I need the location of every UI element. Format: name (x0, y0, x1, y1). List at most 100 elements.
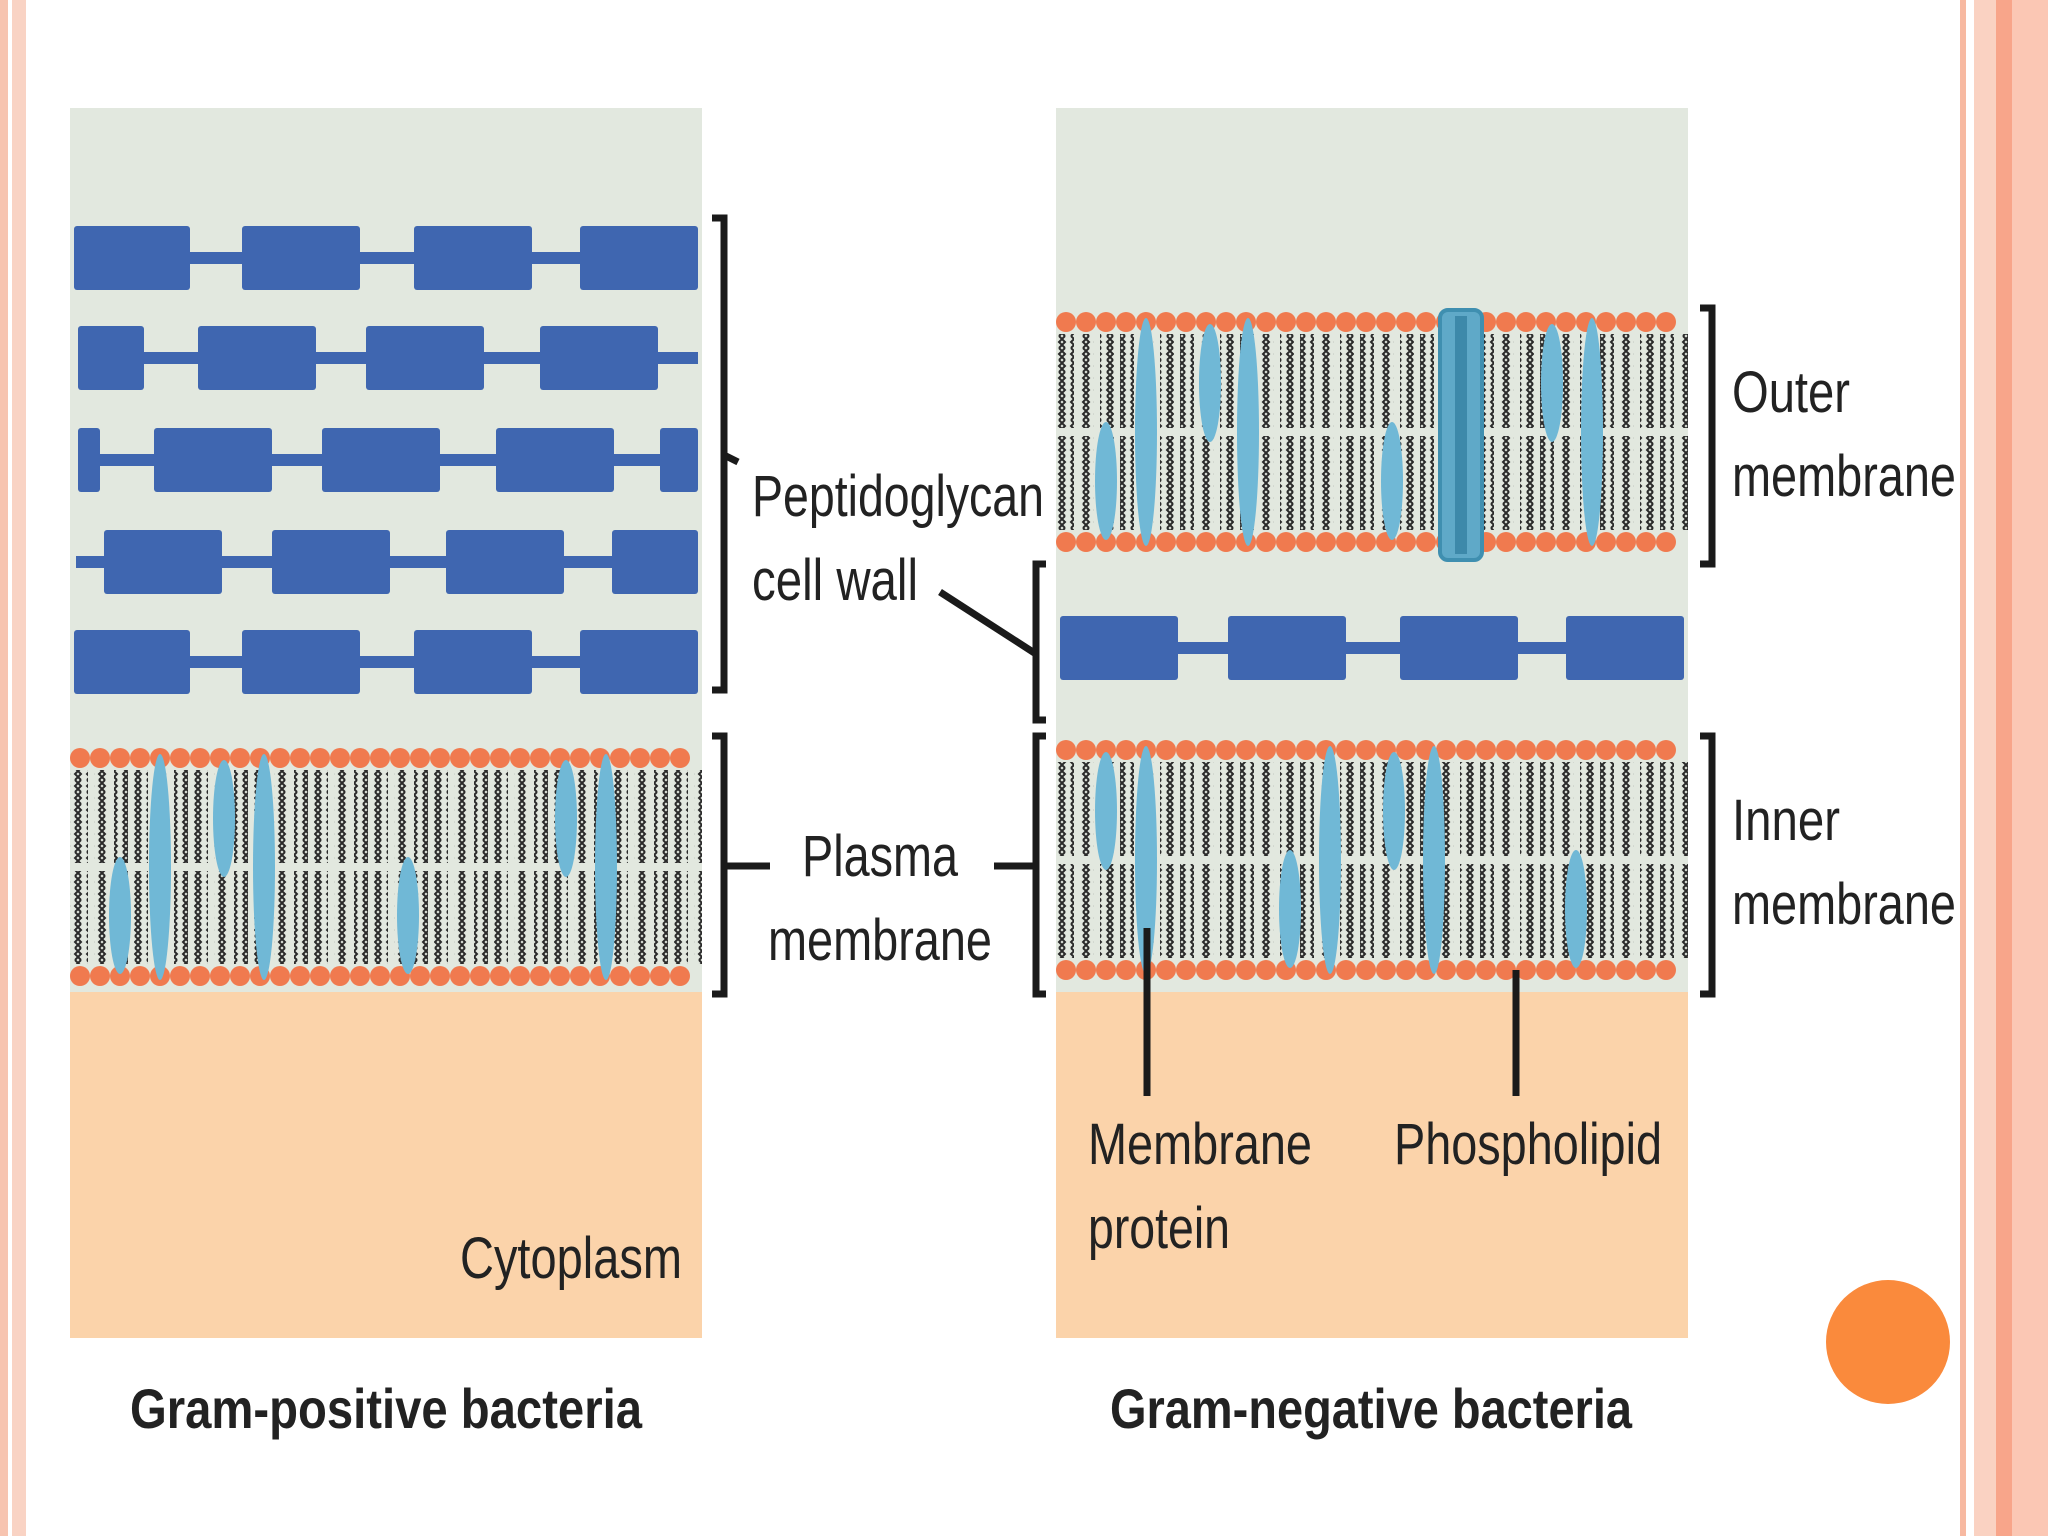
lipid-head (350, 966, 370, 986)
lipid-head (1516, 960, 1536, 980)
lipid-head (630, 966, 650, 986)
peptidoglycan-block (104, 530, 222, 594)
peptidoglycan-strand (74, 226, 698, 290)
lipid-head (230, 966, 250, 986)
lipid-head (1276, 312, 1296, 332)
lipid-head (1596, 532, 1616, 552)
lipid-head (370, 748, 390, 768)
lipid-head (1236, 960, 1256, 980)
outer-membrane-label-line1: Outer (1732, 360, 1850, 425)
peptidoglycan-block (414, 226, 532, 290)
peptidoglycan-block (366, 326, 484, 390)
membrane-protein (555, 760, 577, 877)
lipid-head (310, 748, 330, 768)
lipid-head (1116, 960, 1136, 980)
lipid-head (310, 966, 330, 986)
lipid-head (1496, 312, 1516, 332)
lipid-head (1156, 960, 1176, 980)
lipid-head (1636, 960, 1656, 980)
plasma-membrane-label-line2: membrane (768, 908, 992, 973)
lipid-head (1476, 740, 1496, 760)
lipid-head (1416, 312, 1436, 332)
lipid-head (570, 966, 590, 986)
outer-membrane-bracket (1700, 304, 1716, 568)
gram-negative-peptidoglycan-layer (1060, 616, 1684, 680)
lipid-head (1656, 312, 1676, 332)
lipid-head (1056, 960, 1076, 980)
lipid-head (190, 966, 210, 986)
gp-plasma-bracket (712, 732, 728, 998)
lipid-head (110, 966, 130, 986)
lipid-head (1416, 532, 1436, 552)
membrane-protein (149, 754, 171, 980)
outer-membrane-label-line2: membrane (1732, 444, 1956, 509)
lipid-head (290, 966, 310, 986)
inner-membrane-bracket (1700, 732, 1716, 998)
peptidoglycan-block (1060, 616, 1178, 680)
lipid-head (1656, 960, 1676, 980)
lipid-head (610, 966, 630, 986)
peptidoglycan-block (78, 428, 100, 492)
lipid-head (1496, 532, 1516, 552)
lipid-head (1176, 312, 1196, 332)
gn-peptidoglycan-bracket (1032, 560, 1046, 724)
membrane-protein (253, 754, 275, 980)
peptidoglycan-block (74, 226, 190, 290)
lipid-head (1336, 960, 1356, 980)
lipid-head (110, 748, 130, 768)
membrane-protein (1279, 850, 1301, 968)
lipid-head (1556, 312, 1576, 332)
slide-frame-right (1956, 0, 2048, 1536)
peptidoglycan-label-line1: Peptidoglycan (752, 464, 1044, 529)
membrane-protein (213, 760, 235, 877)
lipid-head (1436, 740, 1456, 760)
lipid-head (1096, 960, 1116, 980)
lipid-head (1096, 740, 1116, 760)
lipid-head (490, 966, 510, 986)
lipid-head (1556, 960, 1576, 980)
lipid-head (1076, 312, 1096, 332)
membrane-protein (109, 857, 131, 974)
lipid-head (210, 966, 230, 986)
lipid-head (1396, 312, 1416, 332)
lipid-head (1536, 740, 1556, 760)
lipid-head (1436, 960, 1456, 980)
lipid-head (90, 966, 110, 986)
slide-frame-left (0, 0, 26, 1536)
lipid-head (170, 748, 190, 768)
lipid-head (1216, 740, 1236, 760)
peptidoglycan-strand (74, 630, 698, 694)
lipid-head (70, 748, 90, 768)
lipid-head (1296, 960, 1316, 980)
membrane-protein (397, 857, 419, 974)
peptidoglycan-strand (78, 428, 698, 492)
lipid-head (1056, 532, 1076, 552)
lipid-head (1296, 312, 1316, 332)
lipid-head (670, 748, 690, 768)
cytoplasm-label: Cytoplasm (460, 1226, 682, 1291)
peptidoglycan-block (322, 428, 440, 492)
lipid-head (1256, 740, 1276, 760)
lipid-head (330, 748, 350, 768)
plasma-membrane-bilayer (70, 748, 702, 986)
lipid-head (1496, 740, 1516, 760)
lipid-head (430, 966, 450, 986)
inner-membrane-bilayer (1056, 740, 1688, 980)
lipid-head (1556, 532, 1576, 552)
peptidoglycan-block (154, 428, 272, 492)
lipid-head (470, 966, 490, 986)
lipid-head (1356, 312, 1376, 332)
lipid-head (410, 966, 430, 986)
membrane-protein-label-line2: protein (1088, 1196, 1230, 1261)
plasma-membrane-label-line1: Plasma (802, 824, 959, 889)
inner-membrane-label-line2: membrane (1732, 872, 1956, 937)
lipid-head (470, 748, 490, 768)
lipid-head (1216, 960, 1236, 980)
lipid-head (1296, 740, 1316, 760)
membrane-protein (1135, 318, 1157, 546)
membrane-protein (1541, 324, 1563, 442)
gram-negative-inner-membrane (1056, 740, 1688, 980)
lipid-head (1336, 740, 1356, 760)
lipid-head (1616, 740, 1636, 760)
lipid-head (90, 748, 110, 768)
